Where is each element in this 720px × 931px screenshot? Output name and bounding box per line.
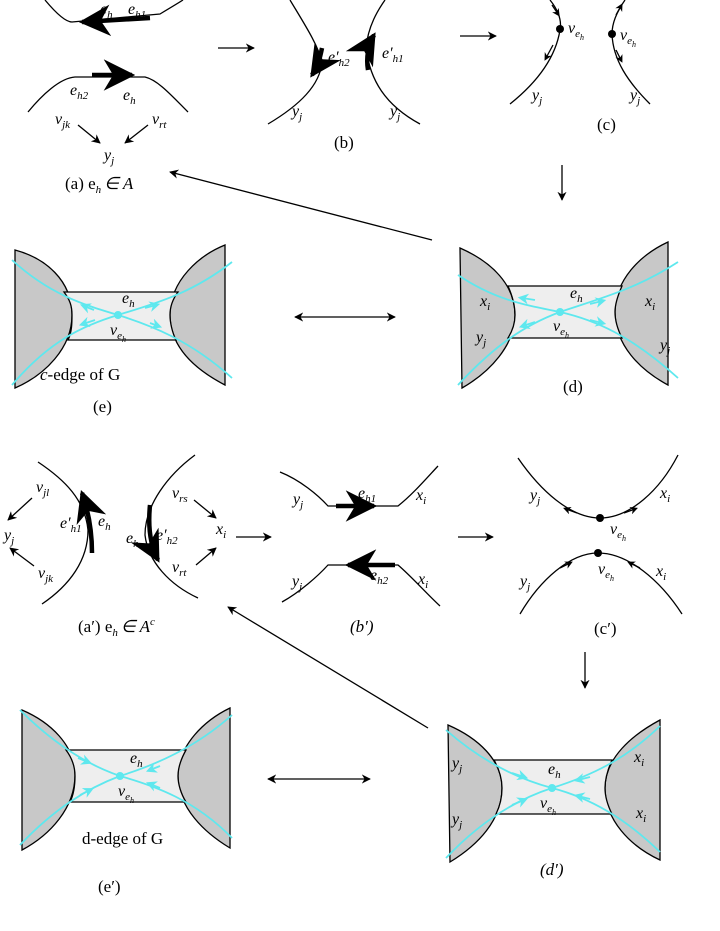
- label-eh1-b2: eh1: [358, 485, 376, 505]
- panel-a-prime: e′h1 eh vjl yj vjk eh e′h2 vrs vrt xi (a…: [2, 454, 226, 639]
- caption-e-label: c-edge of G: [40, 365, 120, 384]
- panel-c-prime: veh yj xi veh yj xi (c′): [517, 454, 683, 638]
- caption-d: (d): [563, 377, 583, 396]
- label-yj-c2: yj: [628, 87, 640, 107]
- arrow-d-a: [169, 169, 433, 241]
- label-eh2-a: eh2: [70, 82, 89, 102]
- label-eh2-a2: e′h2: [156, 527, 178, 547]
- label-xi-a2: xi: [215, 521, 226, 541]
- label-vjk-a2: vjk: [38, 565, 54, 585]
- label-xi-d2-bot: xi: [635, 805, 646, 825]
- label-yj-d1: yj: [474, 329, 486, 349]
- label-xi-c2-bot: xi: [655, 563, 666, 583]
- label-yj-c2-top: yj: [528, 487, 540, 507]
- label-veh-c2: veh: [620, 27, 636, 49]
- label-xi-b2-bot: xi: [417, 571, 428, 591]
- label-yj-b2-bot: yj: [290, 573, 302, 593]
- label-eh1-b: e′h1: [382, 45, 404, 65]
- label-veh-d: veh: [553, 318, 569, 340]
- label-eh-a-top: eh: [100, 1, 113, 21]
- caption-a: (a) eh∈ A: [65, 174, 134, 196]
- caption-e2-label: d-edge of G: [82, 829, 163, 848]
- panel-a: eh eh1 eh2 eh vjk vrt yj (a) eh∈ A: [27, 0, 189, 196]
- panel-d-prime: eh veh yj yj xi xi (d′): [445, 718, 661, 879]
- label-xi-d2: xi: [644, 293, 655, 313]
- label-eh-a: eh: [123, 87, 136, 107]
- label-eh1-a2: e′h1: [60, 515, 82, 535]
- label-vrt-a: vrt: [152, 111, 167, 131]
- label-vrt-a2: vrt: [172, 559, 187, 579]
- label-yj-b2: yj: [388, 103, 400, 123]
- panel-b: e′h2 e′h1 yj yj (b): [267, 0, 421, 152]
- label-xi-b2-top: xi: [415, 487, 426, 507]
- label-vjl: vjl: [36, 479, 49, 499]
- label-yj-a: yj: [102, 147, 114, 167]
- label-eh1-a: eh1: [128, 1, 146, 21]
- caption-a2: (a′) eh∈ Ac: [78, 616, 155, 639]
- caption-b2: (b′): [350, 617, 374, 636]
- label-yj-a2: yj: [2, 527, 14, 547]
- label-veh-c2-top: veh: [610, 521, 626, 543]
- label-eh-e2: eh: [130, 750, 143, 770]
- label-xi-c2-top: xi: [659, 485, 670, 505]
- label-eh-d: eh: [570, 285, 583, 305]
- label-eh-a2-left: eh: [98, 513, 111, 533]
- caption-c2: (c′): [594, 619, 617, 638]
- panel-e-prime: eh veh d-edge of G (e′): [19, 706, 233, 896]
- caption-b: (b): [334, 133, 354, 152]
- arrow-d2-a2: [227, 606, 429, 729]
- label-veh-d2: veh: [540, 795, 556, 817]
- caption-e: (e): [93, 397, 112, 416]
- label-yj-d2: yj: [658, 337, 670, 357]
- label-yj-c1: yj: [530, 87, 542, 107]
- label-eh2-b2: eh2: [370, 567, 389, 587]
- panel-e: eh veh c-edge of G (e): [11, 244, 233, 416]
- label-eh2-b: e′h2: [328, 49, 350, 69]
- caption-c: (c): [597, 115, 616, 134]
- panel-c: veh veh yj yj (c): [509, 0, 651, 134]
- label-yj-b1: yj: [290, 103, 302, 123]
- panel-b-prime: yj eh1 xi yj eh2 xi (b′): [279, 465, 441, 636]
- caption-e2: (e′): [98, 877, 121, 896]
- label-eh-a2-right: eh: [126, 530, 139, 550]
- label-veh-c2-bot: veh: [598, 561, 614, 583]
- label-yj-d2-bot: yj: [450, 811, 462, 831]
- label-xi-d1: xi: [479, 293, 490, 313]
- label-veh-c1: veh: [568, 20, 584, 42]
- label-yj-b2-top: yj: [291, 491, 303, 511]
- label-veh-e2: veh: [118, 783, 134, 805]
- label-veh-e: veh: [110, 322, 126, 344]
- label-eh-e: eh: [122, 290, 135, 310]
- label-vjk-a: vjk: [55, 111, 71, 131]
- label-yj-d2-top: yj: [450, 755, 462, 775]
- label-xi-d2-top: xi: [633, 749, 644, 769]
- label-yj-c2-bot: yj: [518, 573, 530, 593]
- panel-d: eh veh xi xi yj yj (d): [457, 240, 679, 396]
- label-eh-d2: eh: [548, 761, 561, 781]
- label-vrs: vrs: [172, 485, 188, 505]
- caption-d2: (d′): [540, 860, 564, 879]
